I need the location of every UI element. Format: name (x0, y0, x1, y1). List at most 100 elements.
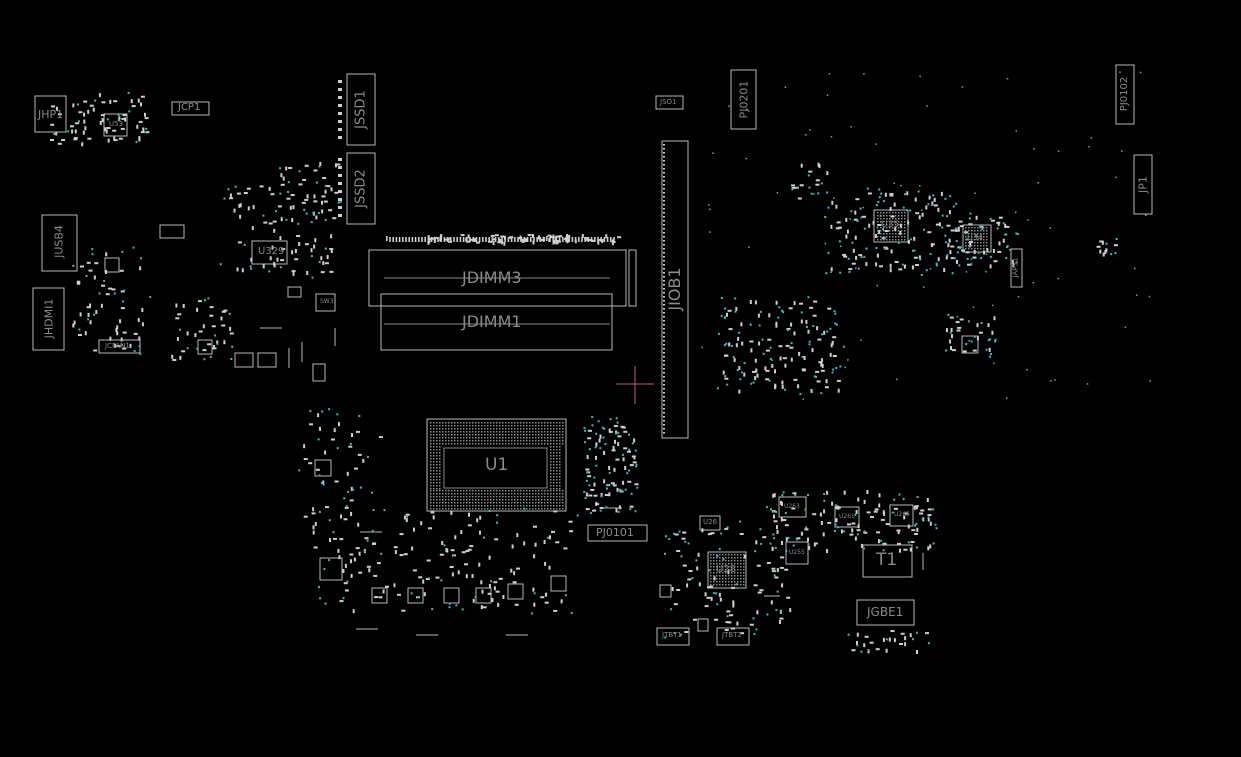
bga-ball (517, 508, 519, 510)
bga-ball (541, 496, 543, 498)
smd-pad (688, 570, 693, 572)
smd-pad (551, 530, 555, 533)
via (855, 267, 857, 269)
bga-ball (532, 496, 534, 498)
smd-pad (73, 138, 78, 141)
bga-ball (499, 490, 501, 492)
bga-ball (436, 496, 438, 498)
smd-pad (543, 540, 546, 544)
via (336, 447, 339, 450)
bga-ball (511, 502, 513, 504)
via (966, 258, 969, 260)
via (786, 329, 789, 332)
smd-pad (50, 123, 55, 126)
via (784, 511, 787, 514)
bga-ball (439, 428, 441, 430)
smd-pad (781, 583, 784, 588)
smd-pad (706, 596, 711, 599)
jiob-pin (663, 312, 665, 314)
bga-ball (965, 248, 967, 250)
smd-pad (604, 494, 609, 496)
bga-ball (484, 440, 486, 442)
jiob-pin (663, 344, 665, 346)
dimm-pin (430, 237, 433, 242)
bga-ball (481, 422, 483, 424)
smd-pad (889, 263, 892, 268)
via (1114, 252, 1117, 255)
via (883, 236, 886, 239)
via (346, 580, 349, 583)
bga-ball (553, 476, 555, 478)
smd-pad (332, 537, 337, 540)
bga-ball (716, 584, 718, 586)
smd-pad (482, 606, 487, 609)
via (67, 130, 70, 133)
smd-pad (829, 352, 832, 357)
label-u261: U261 (839, 513, 855, 520)
bga-ball (460, 496, 462, 498)
bga-ball (493, 443, 495, 445)
via (626, 472, 629, 475)
via (825, 272, 828, 275)
bga-ball (451, 496, 453, 498)
bga-ball (457, 493, 459, 495)
bga-ball (559, 443, 561, 445)
smd-pad (866, 511, 871, 514)
via (91, 248, 94, 251)
bga-ball (475, 425, 477, 427)
smd-pad (740, 322, 743, 327)
smd-pad (311, 512, 316, 515)
smd-pad (780, 517, 783, 522)
smd-pad (915, 505, 918, 510)
smd-pad (555, 541, 560, 544)
via (635, 463, 638, 466)
smd-pad (314, 238, 317, 243)
label-jcp1: JCP1 (178, 102, 201, 113)
smd-pad (372, 543, 376, 545)
bga-ball (743, 557, 745, 559)
bga-ball (722, 554, 724, 556)
bga-ball (460, 422, 462, 424)
via (808, 343, 811, 346)
smd-pad (799, 302, 803, 305)
smd-pad (810, 389, 813, 393)
via (915, 631, 918, 634)
smd-pad (686, 583, 689, 588)
smd-pad (495, 590, 500, 593)
smd-pad (959, 225, 964, 228)
via (223, 197, 226, 200)
smd-pad (866, 490, 869, 494)
bga-ball (556, 431, 558, 433)
dimm-pin (514, 237, 516, 242)
smd-pad (304, 164, 309, 167)
dimm-pin (456, 237, 458, 242)
via (875, 204, 878, 207)
smd-pad (832, 355, 837, 357)
bga-ball (734, 563, 736, 565)
smd-pad (298, 183, 303, 186)
label-jso1: JSO1 (660, 98, 677, 106)
via (670, 608, 673, 611)
bga-ball (445, 422, 447, 424)
via (759, 528, 762, 531)
bga-ball (553, 493, 555, 495)
bga-ball (562, 422, 564, 424)
smd-pad (268, 222, 273, 225)
smd-pad (466, 240, 471, 243)
smd-pad (629, 505, 634, 508)
smd-pad (608, 465, 611, 470)
via (979, 257, 982, 260)
bga-ball (889, 218, 891, 220)
bga-ball (562, 496, 564, 498)
smd-pad (1012, 263, 1015, 267)
smd-pad (779, 566, 784, 569)
bga-ball (466, 422, 468, 424)
via (417, 596, 420, 599)
smd-pad (563, 547, 568, 550)
dimm-pin (498, 237, 500, 242)
smd-pad (553, 239, 556, 244)
bga-ball (496, 496, 498, 498)
label-sw3: SW3 (320, 298, 334, 305)
bga-ball (472, 431, 474, 433)
